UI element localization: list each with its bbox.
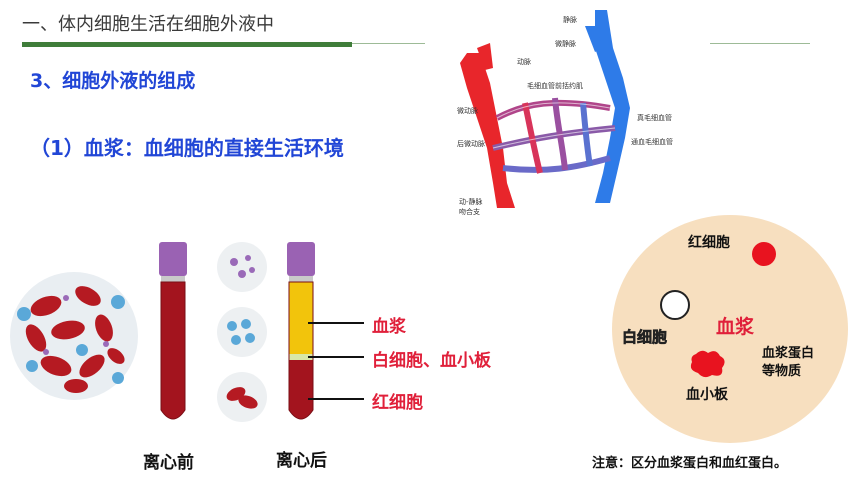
vein-shape <box>595 10 630 203</box>
artery-branch <box>477 43 493 70</box>
dish-label-plasma: 血浆 <box>716 316 755 338</box>
separated-components <box>217 242 267 422</box>
capillary-3 <box>502 155 611 173</box>
label-precapillary-sphincter: 毛细血管前括约肌 <box>527 81 583 90</box>
caption-before: 离心前 <box>143 453 194 473</box>
title-underline-thin <box>352 43 425 44</box>
artery-shape <box>460 53 515 208</box>
plasma-dish <box>612 215 848 443</box>
pointer-plasma <box>308 322 364 324</box>
capillary-2 <box>492 125 616 151</box>
dish-label-protein-2: 等物质 <box>762 364 802 379</box>
tube-after-centrifuge <box>287 242 315 420</box>
tube-before-centrifuge <box>159 242 187 420</box>
blood-cells-illustration <box>10 272 138 400</box>
label-rbc: 红细胞 <box>372 393 423 413</box>
pointer-rbc <box>308 398 364 400</box>
title-underline-right <box>710 43 810 44</box>
label-artery: 动脉 <box>517 57 531 66</box>
dish-label-protein-1: 血浆蛋白 <box>762 346 815 361</box>
capillary-6 <box>580 102 593 167</box>
label-av-anastomosis-2: 吻合支 <box>459 207 480 216</box>
section-subheading: （1）血浆：血细胞的直接生活环境 <box>30 136 344 160</box>
title-underline <box>22 42 352 47</box>
rbc-dot <box>752 242 776 266</box>
slide-title: 一、体内细胞生活在细胞外液中 <box>22 14 274 35</box>
caption-after: 离心后 <box>276 451 327 471</box>
label-wbc-platelet: 白细胞、血小板 <box>372 351 491 371</box>
platelet-blob <box>690 350 725 378</box>
venule-branch <box>585 26 603 52</box>
label-av-anastomosis-1: 动-静脉 <box>459 197 483 206</box>
footnote: 注意：区分血浆蛋白和血红蛋白。 <box>592 456 788 471</box>
label-thoroughfare-channel: 通血毛细血管 <box>631 137 673 146</box>
dish-label-rbc: 红细胞 <box>688 235 730 251</box>
label-plasma: 血浆 <box>372 317 406 337</box>
capillary-network-diagram: 静脉 微静脉 动脉 毛细血管前括约肌 微动脉 真毛细血管 后微动脉 通血毛细血管… <box>457 10 673 216</box>
label-metarteriole: 后微动脉 <box>457 139 485 148</box>
dish-label-platelet: 血小板 <box>686 387 728 403</box>
label-true-capillary: 真毛细血管 <box>637 113 672 122</box>
label-arteriole: 微动脉 <box>457 106 478 115</box>
section-heading: 3、细胞外液的组成 <box>30 70 196 92</box>
wbc-dot <box>660 290 690 320</box>
label-vein: 静脉 <box>563 15 577 24</box>
label-venule: 微静脉 <box>555 39 576 48</box>
dish-label-wbc: 白细胞 <box>622 328 668 347</box>
pointer-wbc <box>308 356 364 358</box>
